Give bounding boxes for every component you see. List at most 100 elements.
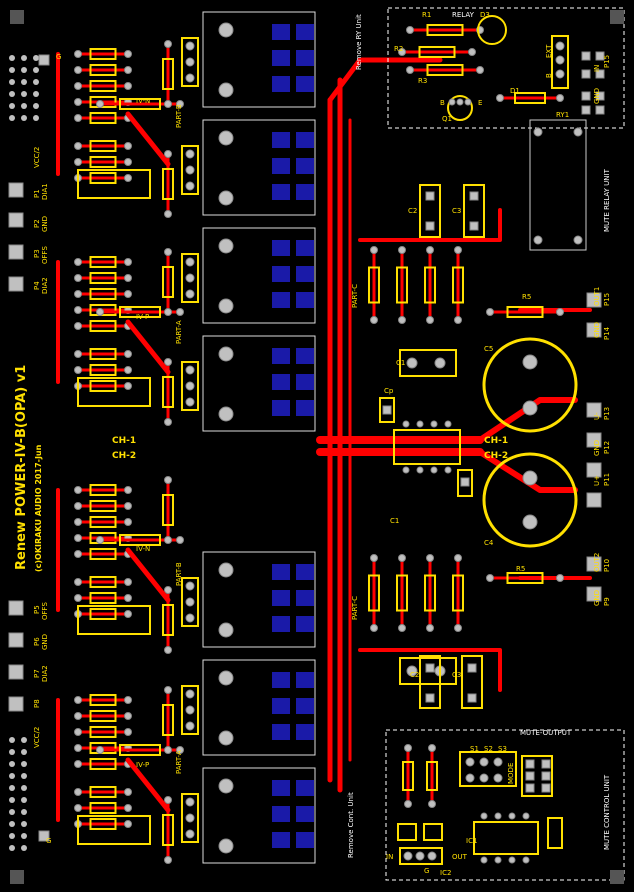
heatsink-via xyxy=(272,348,290,364)
square-pad xyxy=(382,405,392,415)
resistor-body xyxy=(119,98,161,110)
relay-q1-label: Q1 xyxy=(442,115,452,123)
heatsink-via xyxy=(272,616,290,632)
pad xyxy=(398,316,406,324)
pad xyxy=(398,246,406,254)
via xyxy=(33,67,39,73)
bank-trace xyxy=(125,757,171,813)
label-p10: P10 xyxy=(603,558,611,572)
via xyxy=(9,761,15,767)
resistor-body xyxy=(119,534,161,546)
pad xyxy=(164,40,172,48)
label-part-a-bottom: PART-A xyxy=(175,750,183,774)
pad xyxy=(124,174,132,182)
pad xyxy=(430,420,438,428)
square-pad xyxy=(541,759,551,769)
heatsink-via xyxy=(272,132,290,148)
mute-s2-label: S2 xyxy=(484,745,493,753)
via xyxy=(21,821,27,827)
label-p4: P4 xyxy=(33,281,41,290)
pad xyxy=(74,534,82,542)
label-p15b: P15 xyxy=(603,292,611,306)
heatsink-via xyxy=(296,158,314,174)
resistor-body xyxy=(426,24,464,36)
pad xyxy=(124,142,132,150)
pad xyxy=(444,466,452,474)
label-iv-p-top: IV-P xyxy=(136,313,150,321)
resistor-body xyxy=(89,48,117,60)
pad xyxy=(480,812,488,820)
heatsink-via xyxy=(272,76,290,92)
pad xyxy=(74,290,82,298)
heatsink-via xyxy=(272,24,290,40)
bank-trace xyxy=(125,111,171,167)
silk-box xyxy=(547,817,563,849)
silk-box xyxy=(379,397,395,423)
pad xyxy=(74,804,82,812)
resistor-body xyxy=(89,726,117,738)
pad xyxy=(74,274,82,282)
pad xyxy=(218,82,234,98)
relay-transistor xyxy=(447,95,473,121)
pad xyxy=(402,420,410,428)
pad xyxy=(556,574,564,582)
resistor-body xyxy=(89,348,117,360)
via xyxy=(33,103,39,109)
label-p11: P11 xyxy=(603,472,611,486)
label-iv-n-bottom: IV-N xyxy=(136,545,151,553)
pad xyxy=(404,800,412,808)
square-pad xyxy=(8,600,24,616)
label-r5-mid2: R5 xyxy=(516,565,526,573)
square-pad xyxy=(525,783,535,793)
resistor-body xyxy=(89,532,117,544)
silk-box xyxy=(399,657,457,685)
square-pad xyxy=(586,556,602,572)
label-p15: P15 xyxy=(603,54,611,68)
heatsink-via xyxy=(296,806,314,822)
via xyxy=(21,833,27,839)
square-pad xyxy=(467,693,477,703)
pad xyxy=(406,357,418,369)
silk-box xyxy=(181,37,199,87)
heatsink-via xyxy=(296,76,314,92)
pad xyxy=(454,554,462,562)
pad xyxy=(176,100,184,108)
pad xyxy=(96,536,104,544)
pad xyxy=(493,757,503,767)
silk-box xyxy=(181,361,199,411)
pad xyxy=(556,94,564,102)
label-u-minus: U- xyxy=(593,412,601,420)
outline xyxy=(202,227,316,324)
resistor-body xyxy=(89,500,117,512)
label-gnd-r0: GND xyxy=(593,87,601,104)
capacitor-c4 xyxy=(482,452,578,548)
pad xyxy=(74,744,82,752)
resistor-body xyxy=(89,320,117,332)
mount-hole xyxy=(10,10,24,24)
pad xyxy=(416,466,424,474)
bank-trace xyxy=(125,547,171,603)
pad xyxy=(398,624,406,632)
pad xyxy=(406,26,414,34)
bank-trace xyxy=(125,319,171,375)
label-part-c-bottom: PART-C xyxy=(351,596,359,620)
pad xyxy=(556,308,564,316)
via xyxy=(33,115,39,121)
pad xyxy=(415,851,425,861)
silk-box xyxy=(393,429,461,465)
relay-r1-label: R1 xyxy=(422,11,432,19)
pad xyxy=(218,346,234,362)
resistor-body xyxy=(514,92,546,104)
resistor-body xyxy=(89,64,117,76)
heatsink-via xyxy=(296,672,314,688)
pad xyxy=(74,322,82,330)
pad xyxy=(398,48,406,56)
via xyxy=(9,91,15,97)
pad xyxy=(468,48,476,56)
pad xyxy=(124,366,132,374)
label-dia1: DIA1 xyxy=(41,183,49,200)
square-pad xyxy=(467,663,477,673)
square-pad xyxy=(460,477,470,487)
pad xyxy=(164,210,172,218)
via xyxy=(9,737,15,743)
